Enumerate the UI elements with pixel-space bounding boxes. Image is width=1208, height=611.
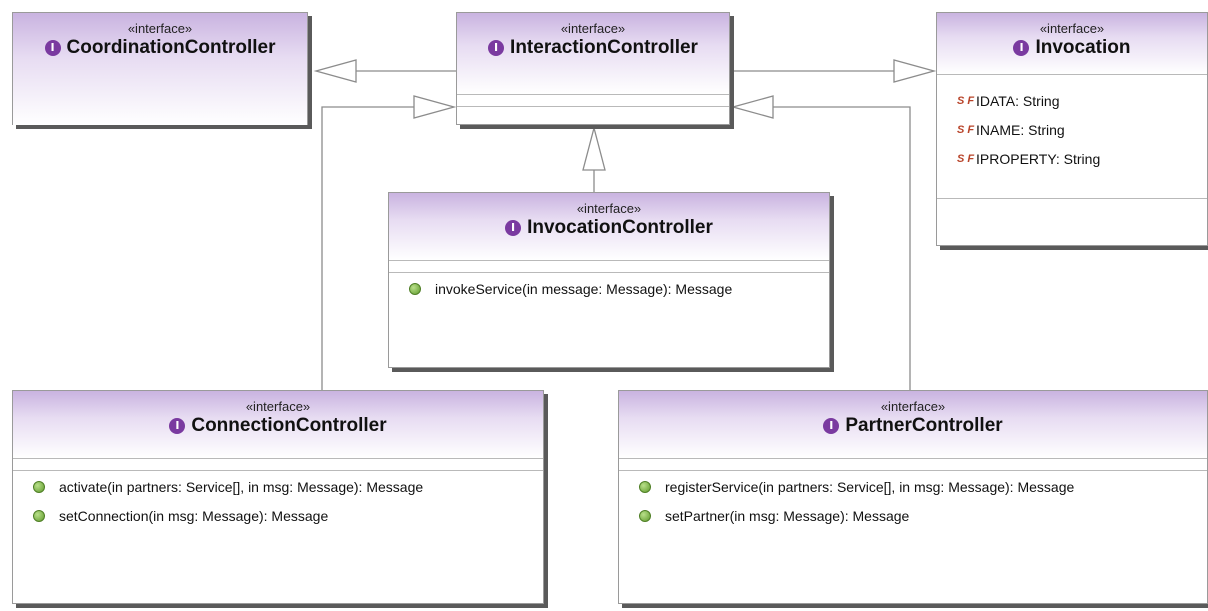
- generalization-arrowhead: [893, 59, 937, 83]
- operation-row[interactable]: setPartner(in msg: Message): Message: [619, 502, 1207, 531]
- public-method-icon: [33, 510, 45, 522]
- class-header: «interface» I InvocationController: [389, 193, 829, 261]
- class-name-text: InvocationController: [527, 217, 713, 238]
- operation-text: setConnection(in msg: Message): Message: [59, 508, 329, 524]
- class-header: «interface» I CoordinationController: [13, 13, 307, 125]
- operation-row[interactable]: registerService(in partners: Service[], …: [619, 473, 1207, 502]
- class-title: I PartnerController: [619, 414, 1207, 438]
- class-title: I ConnectionController: [13, 414, 543, 438]
- stereotype-label: «interface»: [576, 201, 642, 216]
- generalization-arrowhead: [582, 125, 606, 171]
- attributes-compartment: [457, 95, 729, 107]
- generalization-arrowhead: [413, 95, 457, 119]
- stereotype-label: «interface»: [560, 21, 626, 36]
- attribute-text: INAME: String: [976, 122, 1065, 138]
- public-method-icon: [409, 283, 421, 295]
- interface-icon: I: [1013, 40, 1030, 56]
- generalization-arrowhead: [730, 95, 774, 119]
- class-header: «interface» I Invocation: [937, 13, 1207, 75]
- public-method-icon: [639, 481, 651, 493]
- interface-icon: I: [44, 40, 61, 56]
- class-name-text: InteractionController: [510, 37, 698, 58]
- stereotype-label: «interface»: [245, 399, 311, 414]
- class-title: I CoordinationController: [13, 36, 307, 60]
- public-method-icon: [639, 510, 651, 522]
- generalization-arrowhead: [313, 59, 357, 83]
- class-connection-controller[interactable]: «interface» I ConnectionController activa…: [12, 390, 544, 604]
- class-header: «interface» I ConnectionController: [13, 391, 543, 459]
- operations-compartment: [457, 107, 729, 123]
- class-partner-controller[interactable]: «interface» I PartnerController registerS…: [618, 390, 1208, 604]
- operations-compartment: invokeService(in message: Message): Mess…: [389, 273, 829, 367]
- operations-compartment: activate(in partners: Service[], in msg:…: [13, 471, 543, 611]
- attributes-compartment: [13, 459, 543, 471]
- class-name-text: ConnectionController: [191, 415, 387, 436]
- interface-icon: I: [823, 418, 840, 434]
- class-header: «interface» I InteractionController: [457, 13, 729, 95]
- attribute-text: IPROPERTY: String: [976, 151, 1101, 167]
- stereotype-label: «interface»: [880, 399, 946, 414]
- class-interaction-controller[interactable]: «interface» I InteractionController: [456, 12, 730, 125]
- class-coordination-controller[interactable]: «interface» I CoordinationController: [12, 12, 308, 125]
- operation-text: setPartner(in msg: Message): Message: [665, 508, 910, 524]
- class-diagram: «interface» I CoordinationController «int…: [12, 12, 1208, 604]
- interface-icon: I: [488, 40, 505, 56]
- class-title: I InvocationController: [389, 216, 829, 240]
- attribute-text: IDATA: String: [976, 93, 1060, 109]
- operation-row[interactable]: activate(in partners: Service[], in msg:…: [13, 473, 543, 502]
- interface-icon: I: [169, 418, 186, 434]
- class-title: I InteractionController: [457, 36, 729, 60]
- operation-row[interactable]: invokeService(in message: Message): Mess…: [389, 275, 829, 304]
- stereotype-label: «interface»: [1039, 21, 1105, 36]
- class-name-text: PartnerController: [845, 415, 1003, 436]
- class-invocation-controller[interactable]: «interface» I InvocationController invoke…: [388, 192, 830, 368]
- class-name-text: CoordinationController: [66, 37, 276, 58]
- static-final-field-icon: S F: [957, 95, 975, 107]
- stereotype-label: «interface»: [127, 21, 193, 36]
- class-header: «interface» I PartnerController: [619, 391, 1207, 459]
- attributes-compartment: [389, 261, 829, 273]
- operation-text: registerService(in partners: Service[], …: [665, 479, 1075, 495]
- operation-row[interactable]: setConnection(in msg: Message): Message: [13, 502, 543, 531]
- class-name-text: Invocation: [1035, 37, 1131, 58]
- operation-text: invokeService(in message: Message): Mess…: [435, 281, 733, 297]
- public-method-icon: [33, 481, 45, 493]
- static-final-field-icon: S F: [957, 124, 975, 136]
- operations-compartment: [937, 199, 1207, 245]
- attributes-compartment: [619, 459, 1207, 471]
- operations-compartment: registerService(in partners: Service[], …: [619, 471, 1207, 611]
- static-final-field-icon: S F: [957, 153, 975, 165]
- class-title: I Invocation: [937, 36, 1207, 60]
- interface-icon: I: [505, 220, 522, 236]
- operation-text: activate(in partners: Service[], in msg:…: [59, 479, 424, 495]
